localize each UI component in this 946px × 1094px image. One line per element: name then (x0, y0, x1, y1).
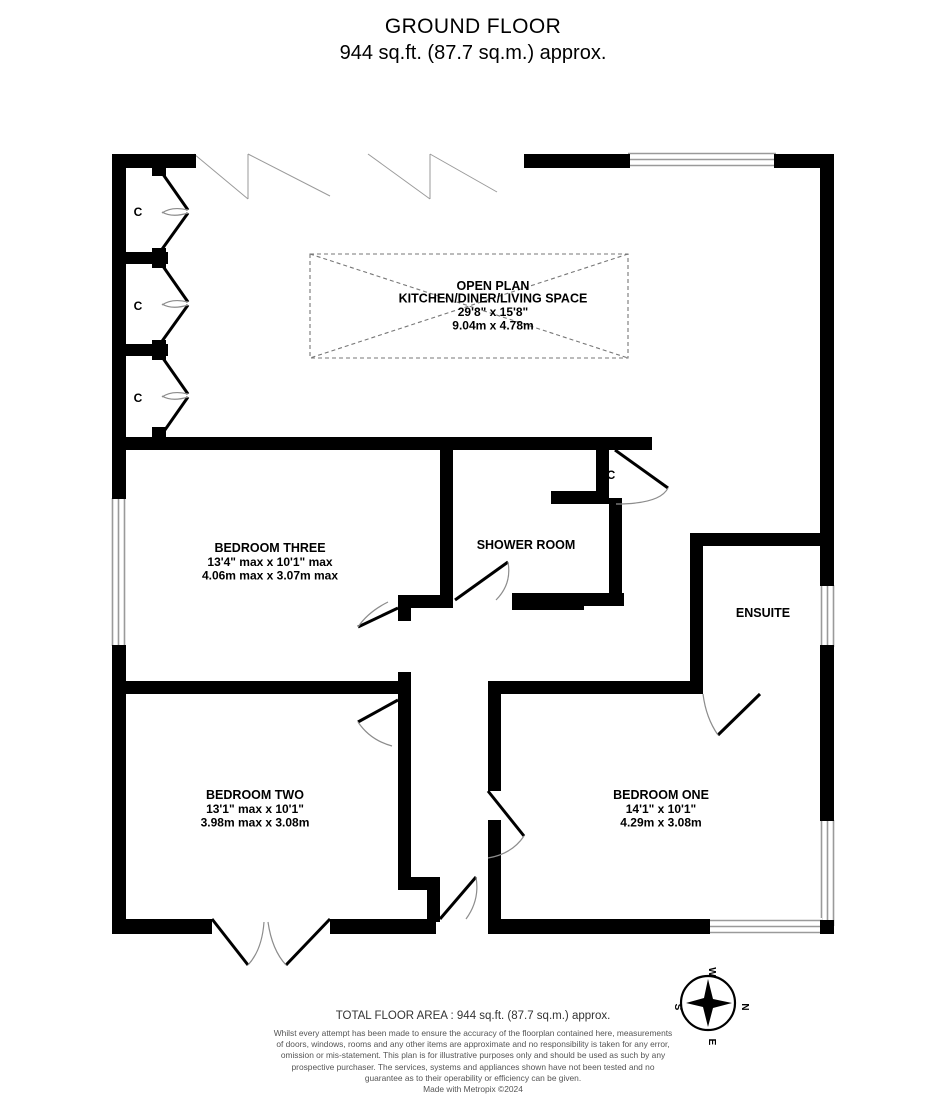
cupboard-1-doors (158, 169, 190, 253)
room-label-open-plan-2: KITCHEN/DINER/LIVING SPACE (399, 292, 588, 306)
compass-label-south: S (672, 1004, 683, 1011)
hall-bottom-door (438, 876, 478, 920)
bedroom-one-door (486, 790, 526, 859)
room-label-bedroom-two: BEDROOM TWO (206, 788, 304, 802)
credit-text: Made with Metropix ©2024 (423, 1083, 523, 1094)
window-bedroom-one-bottom (708, 918, 822, 934)
ensuite-door (702, 692, 762, 737)
total-floor-area: TOTAL FLOOR AREA : 944 sq.ft. (87.7 sq.m… (335, 1010, 611, 1022)
window-bedroom-one-right (819, 820, 835, 926)
shower-room-door (454, 560, 510, 602)
plan-header: GROUND FLOOR 944 sq.ft. (87.7 sq.m.) app… (0, 14, 946, 66)
bedroom-two-door (357, 698, 399, 747)
walls (112, 154, 834, 934)
cupboard-4-label: C (607, 468, 616, 482)
plan-footer: TOTAL FLOOR AREA : 944 sq.ft. (87.7 sq.m… (0, 1010, 946, 1094)
window-top-right (628, 152, 776, 167)
room-dim-bedroom-three-imperial: 13'4" max x 10'1" max (207, 555, 333, 569)
room-label-open-plan: OPEN PLAN (457, 279, 530, 293)
compass-rose: W N E S (672, 967, 750, 1045)
compass-label-west: W (706, 967, 717, 977)
page-title: GROUND FLOOR (384, 15, 562, 38)
room-dim-bedroom-two-metric: 3.98m max x 3.08m (201, 816, 310, 830)
front-door (210, 917, 332, 967)
cupboard-3-doors (158, 353, 190, 438)
room-label-bedroom-three: BEDROOM THREE (214, 541, 325, 555)
room-dim-bedroom-two-imperial: 13'1" max x 10'1" (206, 802, 304, 816)
cupboard-1-label: C (134, 205, 143, 219)
room-dim-open-plan-metric: 9.04m x 4.78m (452, 319, 533, 333)
room-dim-open-plan-imperial: 29'8" x 15'8" (458, 305, 528, 319)
cupboard-2-label: C (134, 299, 143, 313)
open-plan-dimension-box (309, 253, 629, 359)
room-dim-bedroom-one-imperial: 14'1" x 10'1" (626, 802, 696, 816)
room-dim-bedroom-three-metric: 4.06m max x 3.07m max (202, 569, 338, 583)
cupboard-3-label: C (134, 391, 143, 405)
roof-slope-indicators (193, 153, 498, 200)
bedroom-three-door (357, 601, 399, 629)
disclaimer-text: Whilst every attempt has been made to en… (273, 1028, 673, 1083)
window-ensuite-right (819, 585, 835, 647)
room-labels: OPEN PLAN KITCHEN/DINER/LIVING SPACE 29'… (134, 205, 790, 830)
compass-label-north: N (739, 1003, 750, 1010)
page-subtitle: 944 sq.ft. (87.7 sq.m.) approx. (339, 41, 607, 64)
window-bedroom-three-left (110, 498, 126, 646)
room-label-shower-room: SHOWER ROOM (477, 538, 576, 552)
cupboard-2-doors (158, 261, 190, 345)
room-dim-bedroom-one-metric: 4.29m x 3.08m (620, 816, 701, 830)
compass-label-east: E (706, 1039, 717, 1046)
cupboard-4-door (614, 448, 669, 505)
room-label-bedroom-one: BEDROOM ONE (613, 788, 709, 802)
room-label-ensuite: ENSUITE (736, 606, 790, 620)
